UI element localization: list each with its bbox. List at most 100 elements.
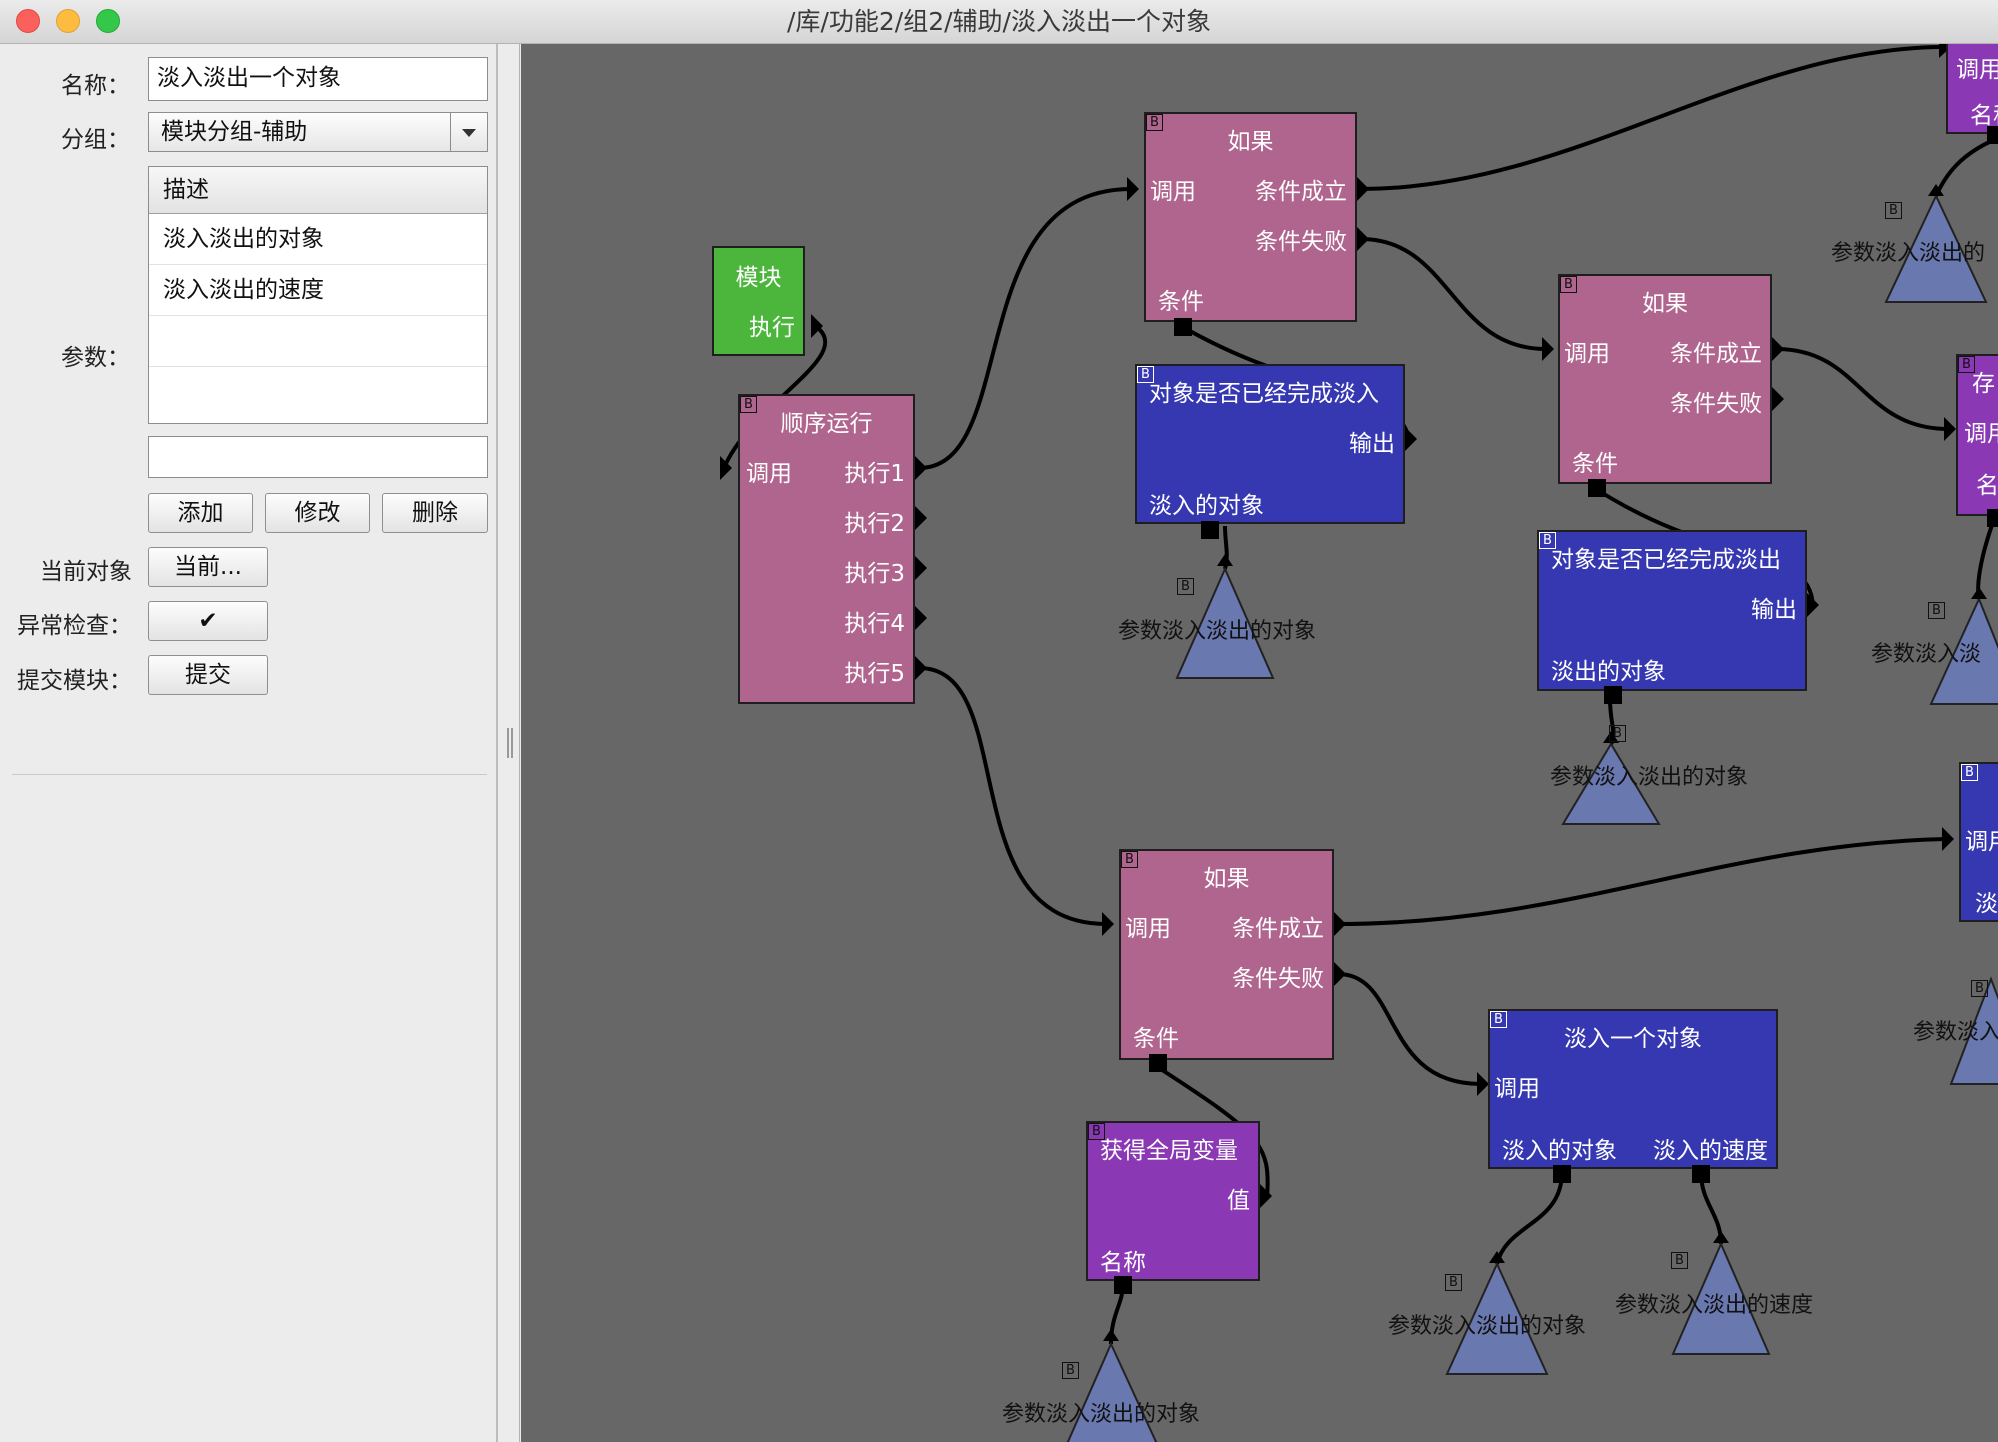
module-start-node[interactable]: 模块 执行 [712, 246, 805, 356]
port-label: 条件成立 [1670, 341, 1762, 367]
graph-canvas[interactable]: 模块 执行 B 顺序运行 调用 执行1 执行2 执行3 执行4 执行5 B 如果… [521, 44, 1998, 1442]
param-triangle-5 [1671, 1241, 1771, 1355]
port-in-if2 [1542, 337, 1554, 361]
window-title: /库/功能2/组2/辅助/淡入淡出一个对象 [787, 7, 1211, 36]
name-label: 名称： [61, 73, 130, 99]
sequence-node[interactable]: B 顺序运行 调用 执行1 执行2 执行3 执行4 执行5 [738, 394, 915, 704]
port-label: 执行 [749, 315, 795, 341]
offscreen-node-low[interactable]: B 调用 淡 [1959, 762, 1998, 922]
port-in-if1 [1127, 177, 1139, 201]
edge-if3-true-offscreen [1337, 837, 1947, 926]
exception-check-label: 异常检查： [17, 613, 132, 639]
minimize-window-button[interactable] [56, 9, 80, 33]
b-badge-icon: B [1885, 202, 1902, 219]
if-node-2[interactable]: B 如果 调用 条件成立 条件失败 条件 [1558, 274, 1772, 484]
b-badge-icon: B [1609, 725, 1626, 742]
port-label: 输出 [1751, 597, 1797, 623]
port-in-if3 [1102, 912, 1114, 936]
params-row[interactable]: 淡入淡出的对象 [149, 214, 487, 265]
b-badge-icon: B [1971, 980, 1988, 997]
param-triangle-3 [1066, 1341, 1158, 1442]
b-badge-icon: B [1121, 851, 1138, 868]
offscreen-node-mid[interactable]: B 存 调用 名 [1956, 354, 1998, 516]
port-label: 调用 [1964, 421, 1998, 447]
zoom-window-button[interactable] [96, 9, 120, 33]
port-label: 名称 [1100, 1250, 1146, 1276]
param-label: 参数淡入淡出的对象 [1002, 1402, 1201, 1427]
edge-param4 [1495, 1171, 1564, 1265]
edge-if1-true-offscreen [1360, 45, 1942, 191]
port-label: 调用 [1150, 179, 1196, 205]
fade-in-object-node[interactable]: B 淡入一个对象 调用 淡入的对象 淡入的速度 [1488, 1009, 1778, 1169]
group-label: 分组： [61, 127, 130, 153]
port-label: 名 [1976, 473, 1998, 499]
param-triangle-2 [1561, 742, 1661, 825]
title-bar: /库/功能2/组2/辅助/淡入淡出一个对象 [0, 0, 1998, 44]
params-row[interactable]: 淡入淡出的速度 [149, 265, 487, 316]
edit-button[interactable]: 修改 [265, 493, 370, 533]
port-in-fadein [1477, 1072, 1489, 1096]
edge-if3-false-fadein [1337, 972, 1482, 1086]
group-select-value: 模块分组-辅助 [161, 119, 308, 145]
b-badge-icon: B [1671, 1252, 1688, 1269]
submit-button[interactable]: 提交 [148, 655, 268, 695]
params-row-empty[interactable] [149, 316, 487, 367]
param-label: 参数淡入淡出的速度 [1615, 1293, 1814, 1318]
b-badge-icon: B [740, 396, 757, 413]
port-label: 调用 [1494, 1076, 1540, 1102]
new-param-field[interactable] [148, 436, 488, 478]
b-badge-icon: B [1146, 114, 1163, 131]
edge-start-to-seq [722, 327, 828, 469]
splitter-grip-icon[interactable] [507, 728, 513, 758]
port-label: 值 [1227, 1188, 1250, 1214]
port-label: 调用 [1965, 829, 1998, 855]
exception-check-toggle[interactable]: ✔ [148, 601, 268, 641]
check-fadeout-node[interactable]: B 对象是否已经完成淡出 输出 淡出的对象 [1537, 530, 1807, 691]
close-window-button[interactable] [16, 9, 40, 33]
b-badge-icon: B [1062, 1362, 1079, 1379]
port-label: 调用 [1564, 341, 1610, 367]
current-object-button[interactable]: 当前... [148, 547, 268, 587]
port-label: 淡入的速度 [1653, 1138, 1768, 1164]
params-table: 描述 淡入淡出的对象 淡入淡出的速度 [148, 166, 488, 424]
port-label: 淡出的对象 [1551, 659, 1666, 685]
port-label: 调用 [1956, 57, 1998, 83]
offscreen-node-top[interactable]: 调用 名称 [1946, 44, 1998, 134]
edge-seq-to-if3 [918, 666, 1107, 926]
port-label: 条件成立 [1255, 179, 1347, 205]
get-global-variable-node[interactable]: B 获得全局变量 值 名称 [1086, 1121, 1260, 1281]
param-triangle-1 [1175, 566, 1275, 679]
param-label: 参数淡入 [1913, 1020, 1998, 1045]
param-label: 参数淡入淡出的对象 [1550, 765, 1749, 790]
name-field[interactable]: 淡入淡出一个对象 [148, 57, 488, 101]
add-button[interactable]: 添加 [148, 493, 253, 533]
node-title: 对象是否已经完成淡入 [1149, 381, 1379, 407]
check-fadein-node[interactable]: B 对象是否已经完成淡入 输出 淡入的对象 [1135, 364, 1405, 524]
port-label: 执行5 [844, 661, 905, 687]
params-row-empty[interactable] [149, 367, 487, 418]
b-badge-icon: B [1177, 578, 1194, 595]
param-label: 参数淡入淡 [1871, 642, 1982, 667]
b-badge-icon: B [1137, 366, 1154, 383]
port-label: 条件失败 [1255, 229, 1347, 255]
port-in-offscreen-2 [1942, 827, 1954, 851]
port-label: 条件成立 [1232, 916, 1324, 942]
delete-button[interactable]: 删除 [382, 493, 488, 533]
if-node-3[interactable]: B 如果 调用 条件成立 条件失败 条件 [1119, 849, 1334, 1060]
params-header[interactable]: 描述 [149, 167, 487, 214]
port-label: 条件 [1133, 1026, 1179, 1052]
group-select[interactable]: 模块分组-辅助 [148, 112, 488, 152]
port-label: 名称 [1970, 103, 1998, 129]
properties-panel: 名称： 淡入淡出一个对象 分组： 模块分组-辅助 参数： 描述 淡入淡出的对象 … [0, 44, 498, 1442]
param-label: 参数淡入淡出的 [1831, 241, 1986, 266]
port-label: 调用 [1125, 916, 1171, 942]
b-badge-icon: B [1560, 276, 1577, 293]
node-title: 顺序运行 [780, 411, 873, 437]
if-node-1[interactable]: B 如果 调用 条件成立 条件失败 条件 [1144, 112, 1357, 322]
split-pane-divider[interactable] [498, 44, 520, 1442]
port-label: 淡入的对象 [1502, 1138, 1617, 1164]
chevron-down-icon[interactable] [450, 113, 487, 151]
port-label: 执行1 [844, 461, 905, 487]
param-triangle-4 [1445, 1261, 1549, 1375]
node-title: 如果 [1203, 866, 1250, 892]
